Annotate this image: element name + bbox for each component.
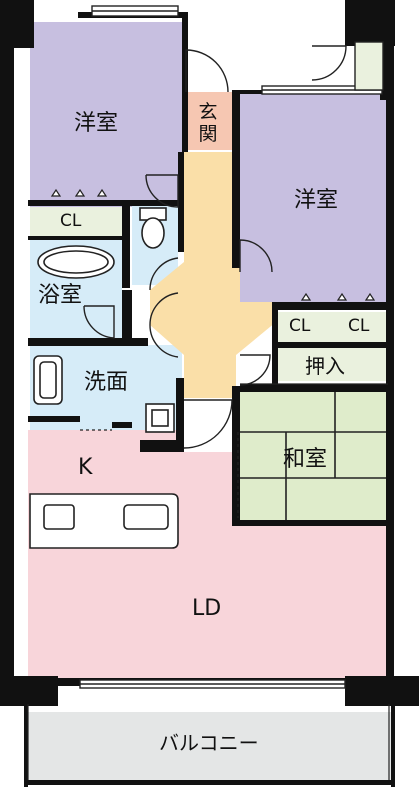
- kitchen-stove: [123, 504, 169, 530]
- closet-left-label: CL: [60, 211, 82, 231]
- western-room-left-label: 洋室: [74, 111, 119, 136]
- closet-right-fill: [278, 312, 388, 342]
- genkan-char-1: 玄: [198, 101, 218, 123]
- japanese-room-fill: [240, 392, 388, 522]
- ldk-fill: [28, 430, 390, 680]
- toilet-bowl: [141, 217, 165, 249]
- japanese-room-label: 和室: [283, 447, 328, 472]
- closet-right-label-2: CL: [348, 316, 370, 336]
- oshiire-label: 押入: [305, 354, 345, 378]
- bath-label: 浴室: [38, 283, 83, 308]
- tatami-lines: [240, 392, 388, 522]
- closet-left-fill: [30, 207, 126, 236]
- genkan-char-2: 関: [198, 123, 218, 145]
- balcony-label: バルコニー: [159, 731, 259, 755]
- misc-lines: [27, 383, 390, 780]
- kitchen-sink: [43, 504, 75, 530]
- bathtub: [37, 245, 115, 279]
- western-room-right-fill: [240, 90, 388, 302]
- ld-label: LD: [192, 596, 222, 621]
- door-swings: [83, 45, 347, 449]
- genkan-fill: [184, 92, 232, 150]
- western-room-left-fill: [30, 22, 182, 207]
- genkan-label: 玄 関: [197, 101, 219, 145]
- closet-marks: [50, 188, 376, 301]
- kitchen-label: K: [78, 455, 93, 480]
- washroom-label: 洗面: [84, 370, 129, 395]
- washing-machine: [145, 403, 175, 433]
- western-room-right-label: 洋室: [294, 188, 339, 213]
- oshiire-fill: [278, 348, 388, 381]
- closet-right-label-1: CL: [289, 316, 311, 336]
- fixtures: [29, 207, 179, 549]
- balcony-fill: [26, 712, 392, 782]
- windows: [79, 5, 384, 689]
- hallway-fill: [150, 152, 276, 398]
- wash-basin: [33, 355, 63, 405]
